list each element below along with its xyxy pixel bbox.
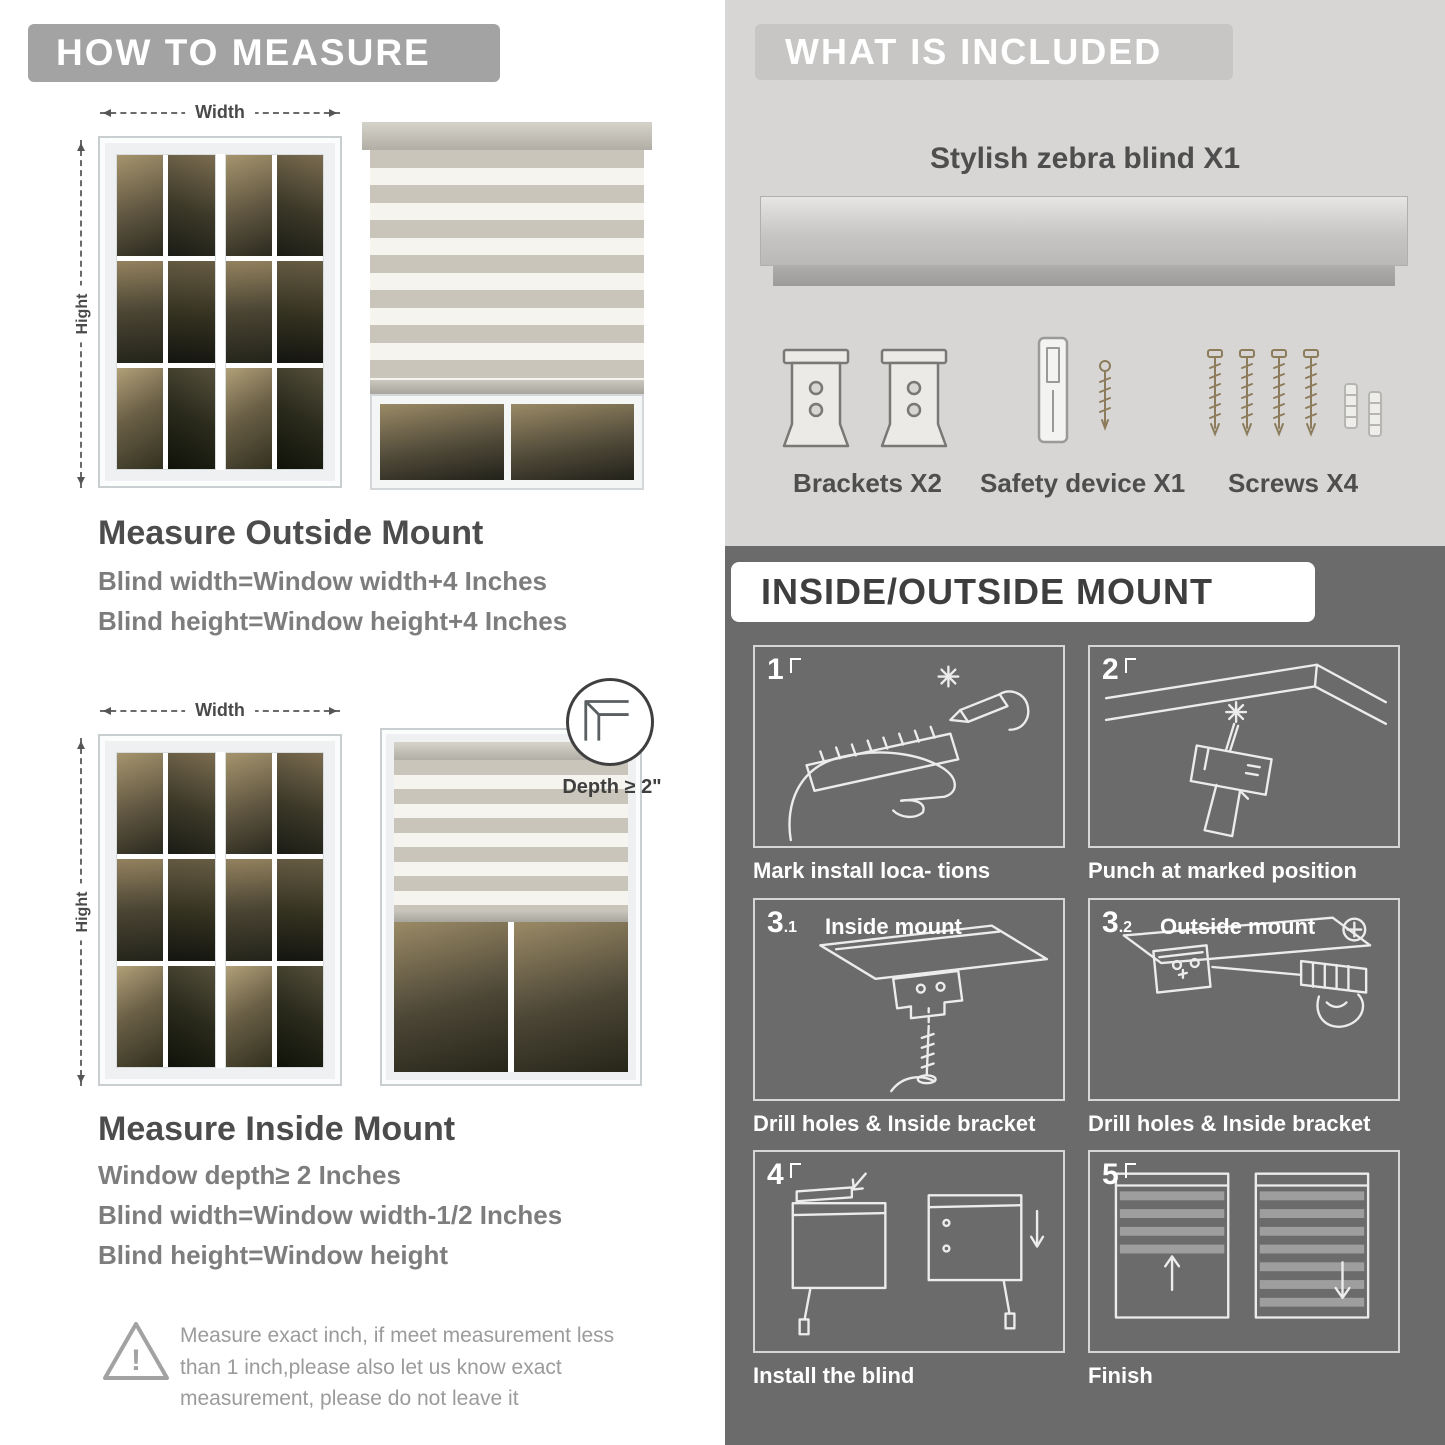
step-number: 3.2 — [1102, 906, 1133, 939]
window-illustration — [98, 136, 342, 488]
zebra-blind-inside-illustration — [380, 728, 642, 1086]
step-caption-3-1: Drill holes & Inside bracket — [753, 1111, 1036, 1136]
blind-stripes — [394, 760, 628, 910]
depth-callout-circle — [566, 678, 654, 766]
step-number: 4 — [767, 1158, 801, 1192]
height-label: Hight — [74, 883, 92, 941]
step-panel-5: 5 — [1088, 1150, 1400, 1353]
step-caption-2: Punch at marked position — [1088, 858, 1357, 883]
step-number-mark — [1124, 1162, 1136, 1178]
step-panel-2: 2 — [1088, 645, 1400, 848]
warning-triangle-icon: ! — [103, 1322, 169, 1380]
outside-height-formula: Blind height=Window height+4 Inches — [98, 606, 568, 636]
window-illustration — [98, 734, 342, 1086]
blind-bottomrail — [394, 910, 628, 922]
blind-stripes — [370, 150, 644, 380]
blind-headrail — [362, 122, 652, 150]
step-panel-3-1: 3.1 Inside mount — [753, 898, 1065, 1101]
step-caption-5: Finish — [1088, 1363, 1153, 1388]
finish-illustration — [1114, 1172, 1370, 1319]
step-number: 1 — [767, 653, 801, 687]
measurement-note: Measure exact inch, if meet measurement … — [180, 1324, 615, 1410]
screws-label: Screws X4 — [1227, 468, 1359, 498]
what-is-included-header: WHAT IS INCLUDED — [755, 24, 1233, 80]
step-panel-1: 1 — [753, 645, 1065, 848]
step-number-mark — [1124, 657, 1136, 673]
step-number-mark — [789, 1162, 801, 1178]
step-number-mark — [789, 657, 801, 673]
step-number: 3.1 — [767, 906, 798, 939]
blind-headrail — [394, 742, 628, 760]
screws-icon — [1207, 349, 1382, 437]
window-behind-blind — [370, 394, 644, 490]
right-section: WHAT IS INCLUDED Stylish zebra blind X1 — [725, 0, 1445, 1445]
inside-depth-formula: Window depth≥ 2 Inches — [98, 1160, 401, 1190]
frame-corner-icon — [584, 700, 629, 741]
step-number: 5 — [1102, 1158, 1136, 1192]
how-to-measure-section: HOW TO MEASURE Width Hight Measure Outsi… — [0, 0, 712, 1445]
step-number: 2 — [1102, 653, 1136, 687]
inside-mount-title: Measure Inside Mount — [98, 1110, 456, 1148]
brackets-icon — [782, 348, 948, 448]
inside-width-formula: Blind width=Window width-1/2 Inches — [98, 1200, 563, 1230]
inside-height-formula: Blind height=Window height — [98, 1240, 448, 1270]
step-caption-4: Install the blind — [753, 1363, 915, 1388]
safety-device-icon — [1037, 336, 1111, 444]
blind-bottomrail — [370, 380, 644, 394]
zebra-blind-item-label: Stylish zebra blind X1 — [929, 142, 1241, 175]
window-sash — [224, 752, 324, 1068]
outside-width-formula: Blind width=Window width+4 Inches — [98, 566, 547, 596]
mount-instructions-section: INSIDE/OUTSIDE MOUNT 1 — [725, 546, 1445, 1445]
outside-mount-title: Measure Outside Mount — [98, 514, 484, 552]
window-sash — [116, 752, 216, 1068]
inside-mount-label: Inside mount — [825, 914, 962, 939]
step-panel-3-2: 3.2 Outside mount — [1088, 898, 1400, 1101]
height-dimension-arrow: Hight — [74, 738, 92, 1086]
step-panel-4: 4 — [753, 1150, 1065, 1353]
depth-requirement-label: Depth ≥ 2" — [562, 776, 662, 798]
drill-position-illustration — [1104, 663, 1388, 838]
zebra-blind-outside-illustration — [362, 122, 652, 490]
step-caption-3-2: Drill holes & Inside bracket — [1088, 1111, 1371, 1136]
window-glass — [394, 922, 628, 1072]
warning-exclamation: ! — [131, 1344, 141, 1377]
mark-locations-illustration — [788, 665, 1030, 842]
height-dimension-arrow: Hight — [74, 140, 92, 488]
what-is-included-section: WHAT IS INCLUDED Stylish zebra blind X1 — [725, 0, 1445, 546]
window-sash — [224, 154, 324, 470]
how-to-measure-header: HOW TO MEASURE — [28, 24, 500, 82]
install-blind-illustration — [791, 1172, 1045, 1336]
window-glass — [116, 752, 324, 1068]
width-dimension-arrow: Width — [100, 700, 340, 721]
window-sash — [116, 154, 216, 470]
inside-bracket-illustration — [819, 924, 1049, 1093]
step-caption-1: Mark install loca- tions — [753, 858, 991, 883]
window-opening — [394, 742, 628, 1072]
window-glass — [116, 154, 324, 470]
height-label: Hight — [74, 285, 92, 343]
width-label: Width — [185, 102, 255, 123]
brackets-label: Brackets X2 — [793, 468, 942, 498]
width-label: Width — [185, 700, 255, 721]
headrail-valance — [773, 266, 1395, 286]
headrail-illustration — [760, 196, 1408, 266]
mount-section-header: INSIDE/OUTSIDE MOUNT — [731, 562, 1315, 622]
outside-bracket-illustration — [1122, 916, 1372, 1028]
width-dimension-arrow: Width — [100, 102, 340, 123]
safety-device-label: Safety device X1 — [980, 468, 1186, 498]
outside-mount-label: Outside mount — [1160, 914, 1316, 939]
